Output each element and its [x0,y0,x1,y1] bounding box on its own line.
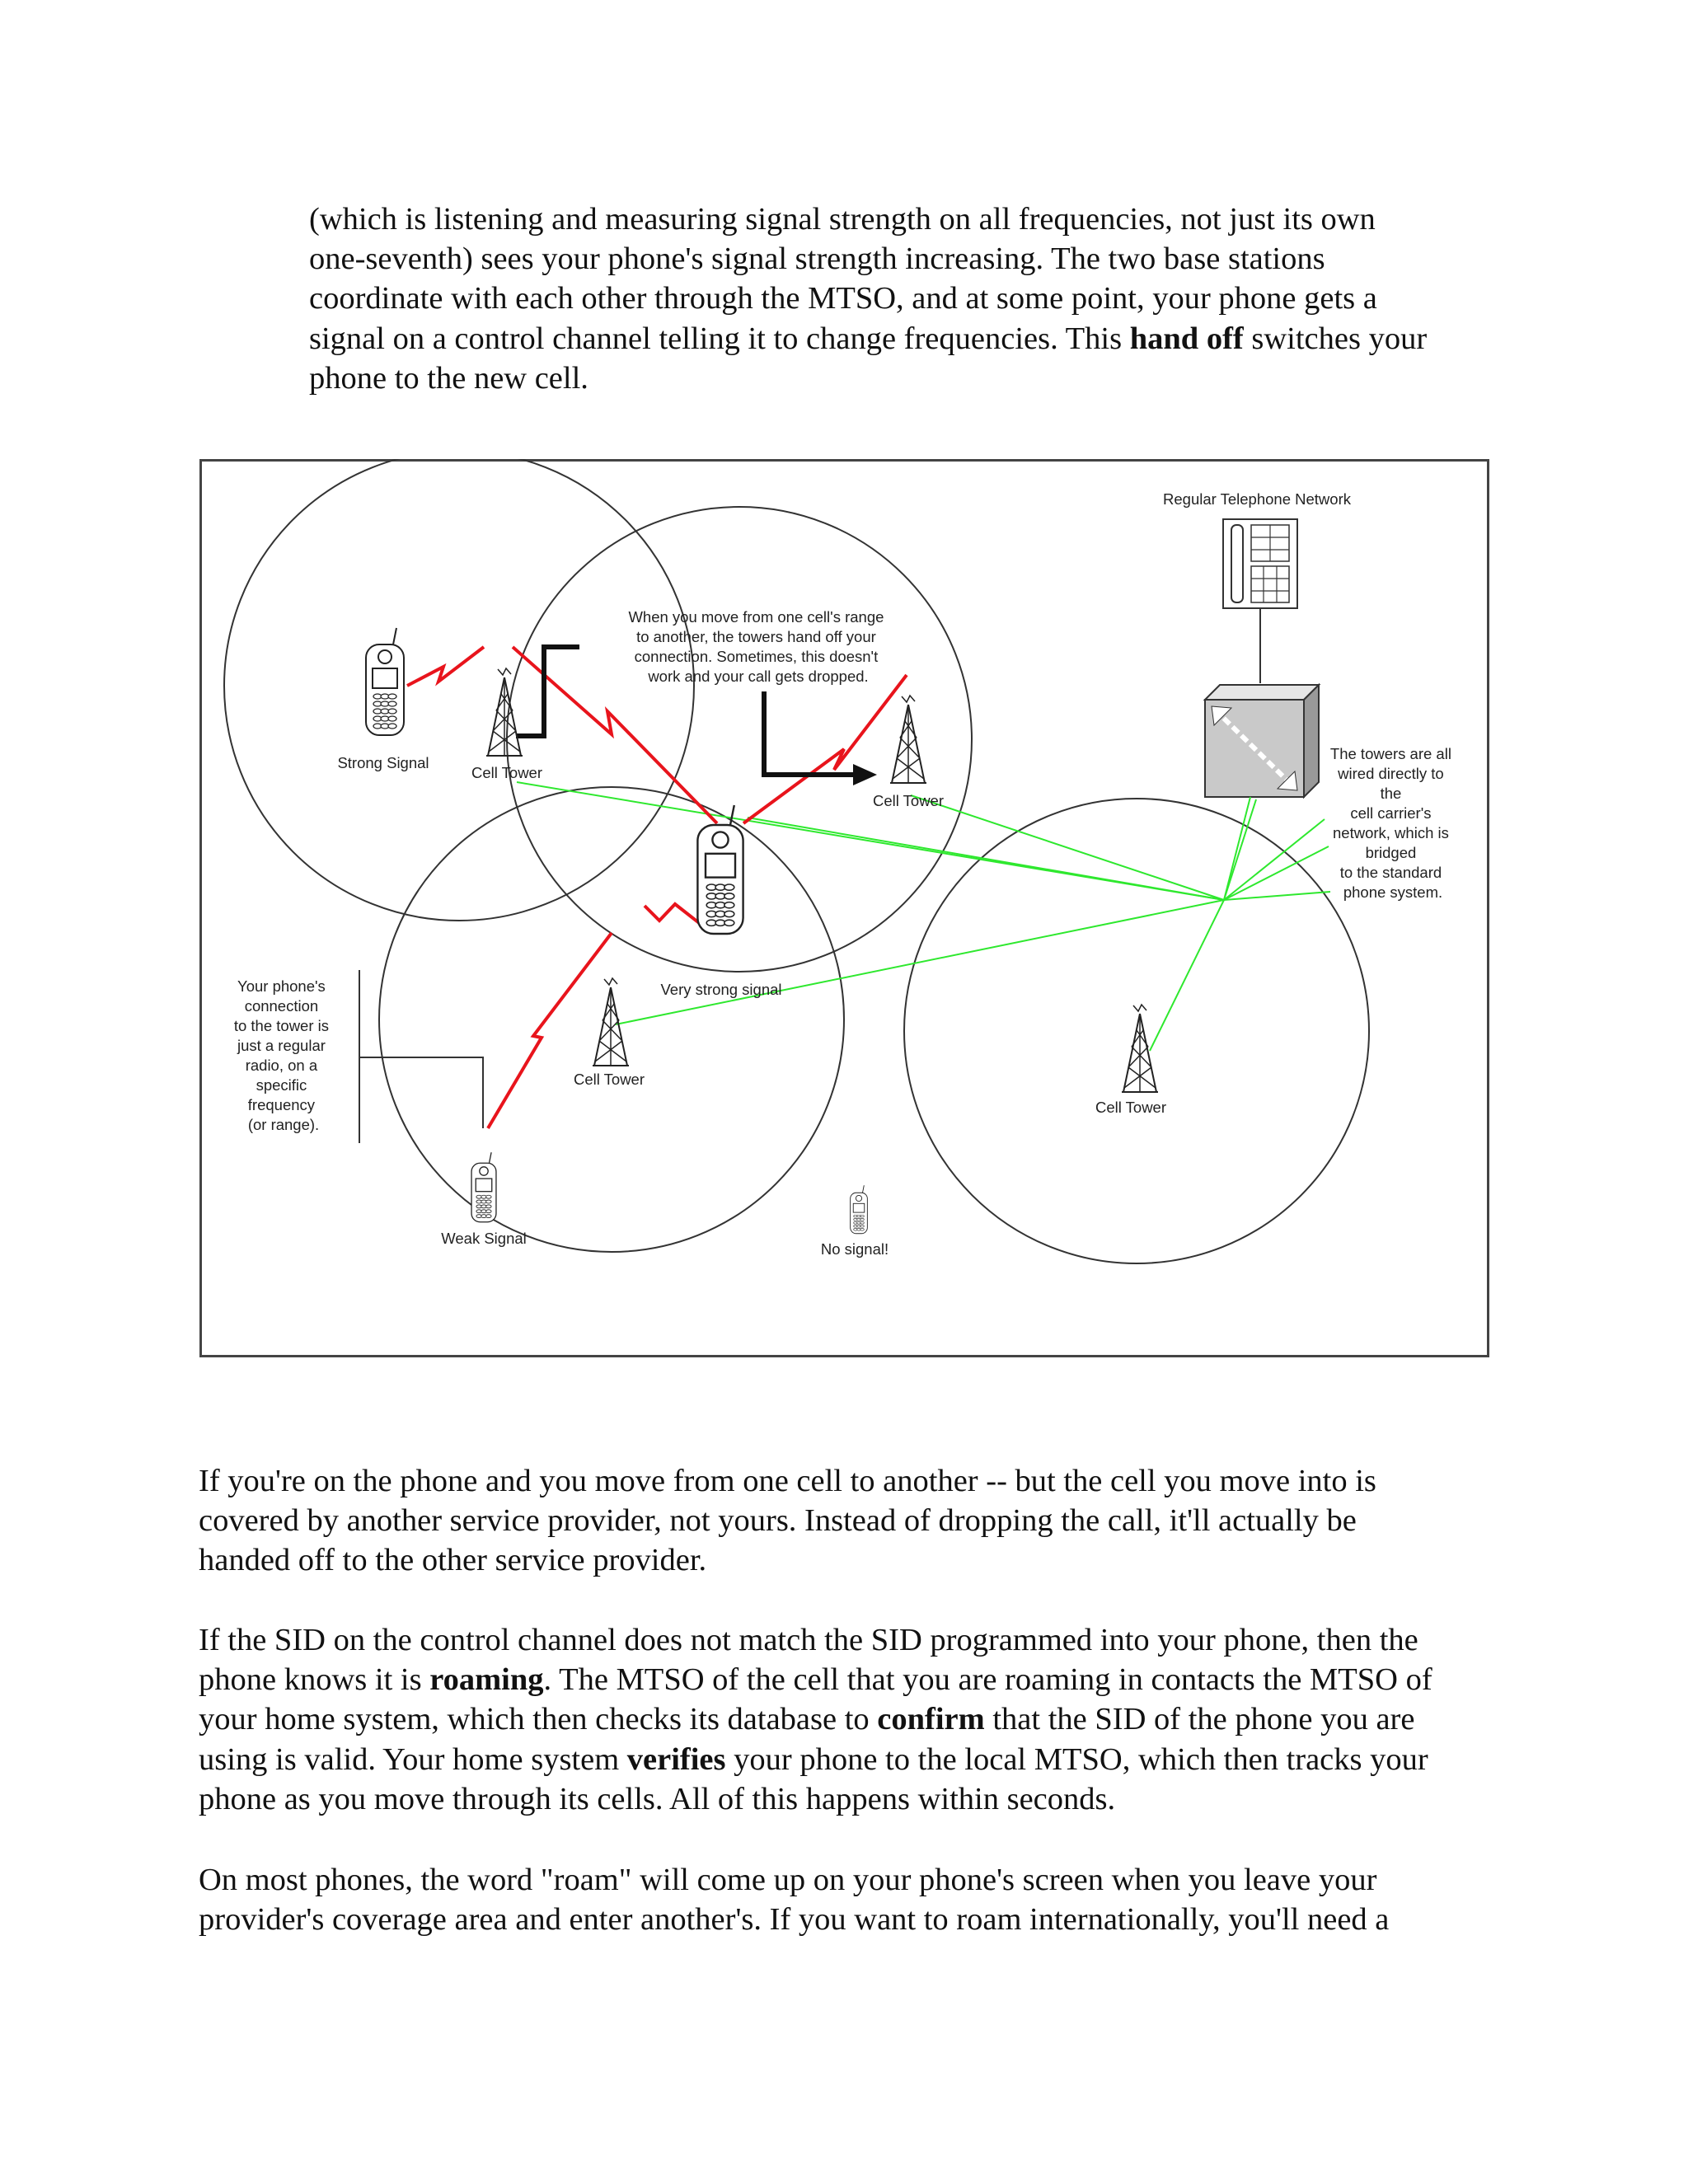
cell-coverage-bottomleft [378,786,845,1253]
bold-term-verifies: verifies [626,1741,726,1777]
note-line: When you move from one cell's range [628,608,884,626]
note-line: phone system. [1343,883,1442,901]
note-line: Your phone's [237,977,326,995]
cell-coverage-right [903,798,1370,1264]
note-line: network, which is [1333,824,1449,841]
note-line: cell carrier's [1350,804,1431,822]
note-line: to the tower is [234,1017,329,1034]
text-line: On most phones, the word "roam" will com… [199,1863,1377,1897]
text-line: phone to the new cell. [309,360,588,396]
handoff-arrows [516,644,855,777]
connection-note-bracket [359,970,484,1143]
text-line: covered by another service provider, not… [199,1503,1357,1539]
paragraph-handoff-intro: (which is listening and measuring signal… [309,199,1496,398]
note-line: connection. Sometimes, this doesn't [635,648,879,665]
text-line: handed off to the other service provider… [199,1543,707,1578]
text-run: using is valid. Your home system [199,1741,627,1777]
note-line: work and your call gets dropped. [647,668,868,685]
very-strong-signal-label: Very strong signal [660,981,781,998]
note-line: connection [245,997,318,1015]
note-line: to another, the towers hand off your [636,628,876,645]
strong-signal-label: Strong Signal [337,754,429,771]
text-run: phone knows it is [199,1662,430,1698]
bold-term-roaming: roaming [429,1662,544,1698]
text-run: your home system, which then checks its … [199,1702,878,1737]
cell-tower-label: Cell Tower [873,792,944,809]
text-line: (which is listening and measuring signal… [309,202,1376,237]
text-run: that the SID of the phone you are [984,1702,1415,1737]
weak-signal-label: Weak Signal [441,1230,527,1247]
cell-tower-label: Cell Tower [1095,1099,1166,1116]
text-line: using is valid. Your home system verifie… [199,1740,1526,1779]
note-line: the [1381,785,1402,802]
text-run: your phone to the local MTSO, which then… [725,1741,1428,1777]
mtso-switch-icon [1203,682,1321,799]
text-line: signal on a control channel telling it t… [309,319,1496,359]
handoff-note: When you move from one cell's range to a… [628,608,888,685]
text-line: coordinate with each other through the M… [309,281,1377,316]
paragraph-sid-roaming: If the SID on the control channel does n… [199,1620,1526,1819]
note-line: The towers are all [1330,745,1451,762]
note-line: specific [256,1076,307,1094]
note-line: just a regular [237,1037,326,1054]
arrowhead [853,764,877,785]
note-line: bridged [1366,844,1417,861]
bold-term-confirm: confirm [877,1702,985,1737]
network-label: Regular Telephone Network [1163,490,1352,508]
carrier-wires [516,781,1331,1052]
text-run: switches your [1243,321,1428,356]
note-line: (or range). [248,1116,319,1133]
text-line: one-seventh) sees your phone's signal st… [309,241,1325,277]
note-line: frequency [248,1096,316,1113]
text-line: If the SID on the control channel does n… [199,1623,1418,1657]
telephone-icon [1222,518,1298,609]
cell-tower-label: Cell Tower [574,1071,645,1088]
text-line: phone as you move through its cells. All… [199,1781,1116,1816]
text-line: phone knows it is roaming. The MTSO of t… [199,1660,1526,1699]
no-signal-label: No signal! [821,1240,889,1258]
mtso-link [1223,796,1251,901]
paragraph-roam-indicator: On most phones, the word "roam" will com… [199,1860,1517,1939]
text-line: your home system, which then checks its … [199,1699,1526,1739]
text-run: signal on a control channel telling it t… [309,321,1130,356]
cell-coverage-topcenter [506,506,973,972]
note-line: to the standard [1340,864,1442,881]
text-run: . The MTSO of the cell that you are roam… [543,1662,1432,1698]
text-line: If you're on the phone and you move from… [199,1464,1376,1498]
cell-network-diagram: Regular Telephone Network When you move … [199,459,1489,1357]
radio-signals [406,645,908,1130]
text-line: provider's coverage area and enter anoth… [199,1902,1390,1938]
cell-coverage-topleft [223,459,695,921]
cell-tower-label: Cell Tower [471,764,542,781]
towers-note: The towers are all wired directly to the… [1330,745,1456,901]
bold-term-hand-off: hand off [1129,321,1244,356]
paragraph-provider-handoff: If you're on the phone and you move from… [199,1461,1517,1581]
note-line: wired directly to [1337,765,1444,782]
note-line: radio, on a [246,1057,318,1074]
connection-note: Your phone's connection to the tower is … [234,977,333,1133]
figure-frame [199,459,1489,1357]
